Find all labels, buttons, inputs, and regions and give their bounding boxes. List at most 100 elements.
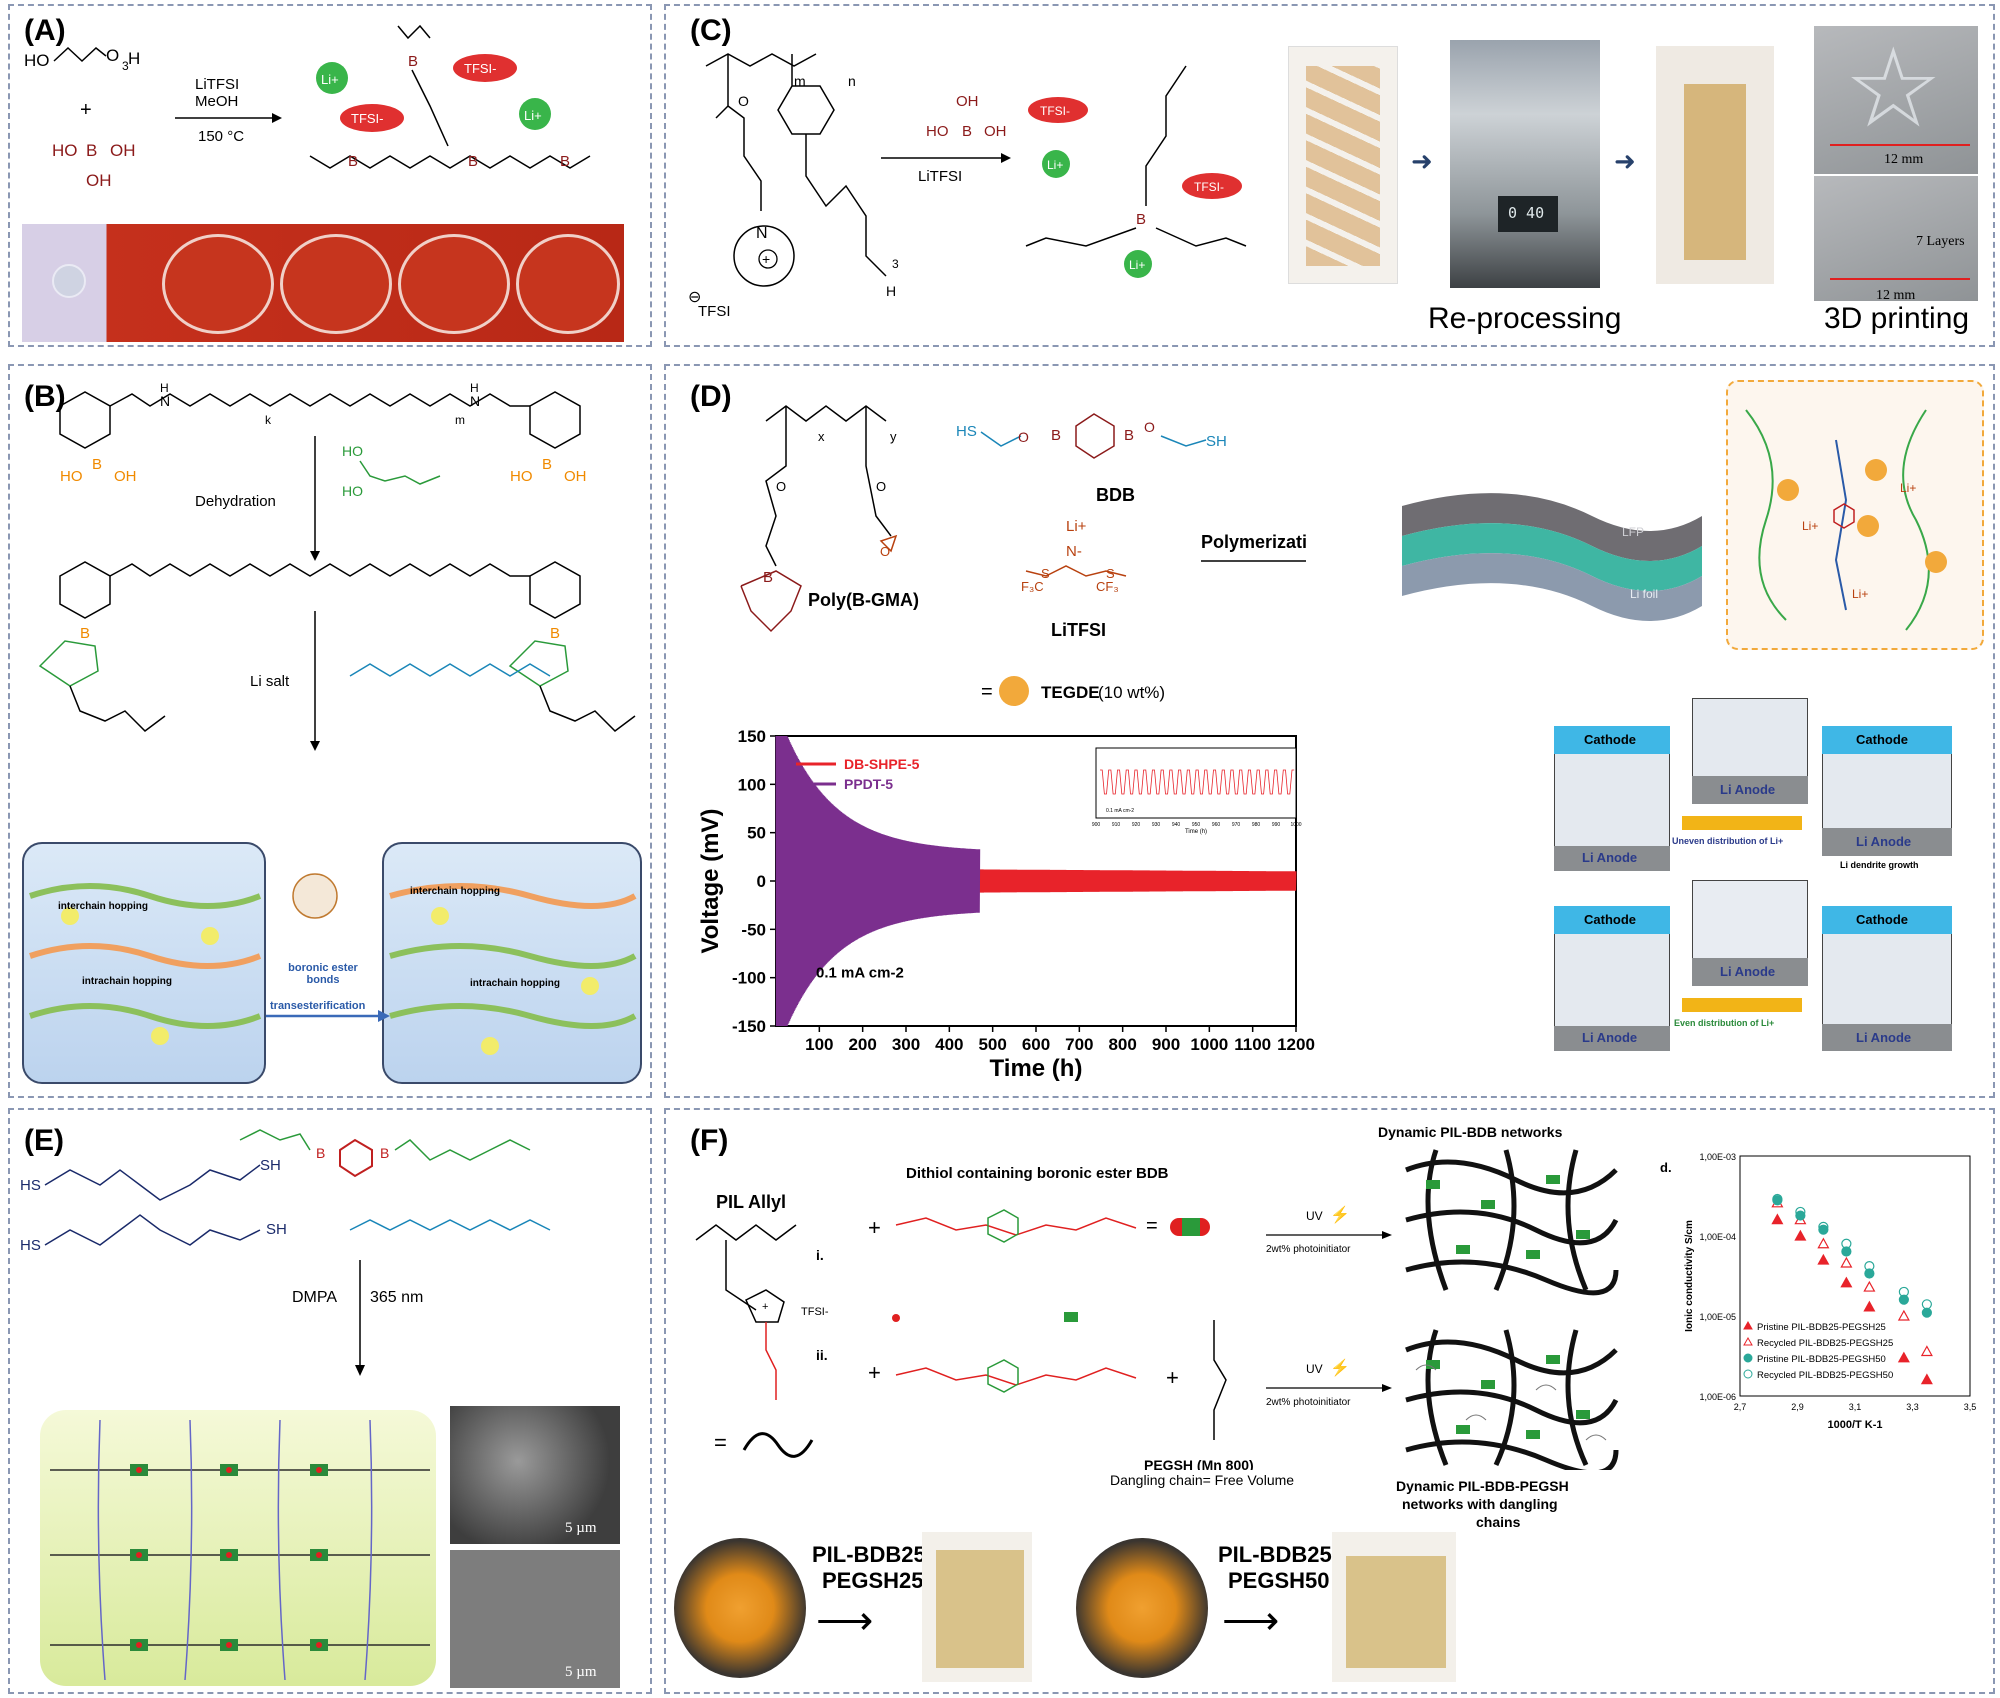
anode-block [1554,1026,1670,1051]
svg-text:F₃C: F₃C [1021,579,1044,594]
x-axis-label: 1000/T K-1 [1827,1419,1882,1431]
svg-text:Li+: Li+ [1900,481,1916,495]
legend-marker [1743,1320,1753,1330]
tegde-circle [999,676,1029,706]
svg-text:⚡: ⚡ [1330,1205,1350,1224]
panel-d-label: (D) [690,380,732,413]
x-tick-label: 600 [1022,1035,1050,1054]
boronic-ester-label: boronic ester bonds [288,962,358,986]
data-point [1897,1309,1910,1321]
tfsi-ion [1182,173,1242,199]
sem-image-2 [450,1550,620,1688]
inset-x-tick-label: 980 [1252,822,1261,828]
anode-label: Li Anode [1582,1030,1638,1045]
polymerization-label: Polymerization [1201,532,1306,552]
data-point [1921,1307,1932,1318]
hotpress-display-text: 0 40 [1508,204,1545,222]
legend-marker [1743,1369,1753,1379]
data-point [1771,1213,1784,1225]
petri-dish-1 [52,264,86,298]
x-tick-label: 3,3 [1906,1402,1919,1412]
svg-text:HO: HO [60,468,83,485]
pegsh-label: PEGSH (Mn 800) [1144,1457,1254,1470]
hotpress-display [1498,196,1558,232]
panel-a: (A) HO O 3 H + HO B OH OH LiTFSI MeOH 15… [8,4,652,347]
panel-e: (E) HS SH HS SH B B DMPA 365 nm 5 µm [8,1108,652,1694]
sample2-line1: PIL-BDB25- [1218,1542,1340,1567]
scale-bar-1: 5 µm [565,1520,597,1536]
svg-text:H: H [160,381,169,395]
svg-text:Li+: Li+ [1129,258,1145,272]
dimension-label-1: 12 mm [1884,152,1924,167]
equals-wave: = [714,1430,727,1455]
data-point [1921,1299,1932,1310]
dendrite-schematic: Cathode Li Anode Li Anode Uneven distrib… [1552,696,1992,1091]
li-ion [519,98,551,130]
svg-text:n: n [848,73,856,89]
anode-block [1554,846,1670,871]
svg-text:HO: HO [342,483,363,499]
svg-text:OH: OH [114,468,137,485]
sample2-line2: PEGSH50 [1228,1568,1330,1593]
y-tick-label: 50 [747,824,766,843]
svg-text:y: y [890,429,897,444]
panel-c-label: (C) [690,14,732,47]
svg-text:CF₃: CF₃ [1096,579,1119,594]
layers-label: 7 Layers [1916,234,1965,249]
tfsi-f-label: TFSI- [801,1306,829,1318]
uneven-label: Uneven distribution of Li+ [1672,836,1784,846]
panel-f-scheme: PIL Allyl + TFSI- = i. ii. + + Dithiol c… [695,1165,1392,1470]
x-tick-label: 1200 [1277,1035,1315,1054]
anode-block [1692,776,1808,804]
photo-3dprint-star [1814,26,1978,174]
svg-text:B: B [1136,211,1146,228]
inset-x-tick-label: 990 [1272,822,1281,828]
x-tick-label: 200 [848,1035,876,1054]
svg-text:O: O [738,93,749,109]
inset-x-label: Time (h) [1185,829,1207,835]
svg-text:TFSI-: TFSI- [1194,180,1224,194]
interchain-label-1: interchain hopping [58,901,148,912]
data-point [1818,1224,1829,1235]
dangling-label: Dangling chain= Free Volume [1110,1472,1295,1488]
data-point [1840,1276,1853,1288]
x-tick-label: 2,9 [1791,1402,1804,1412]
networks2-line2: networks with dangling [1402,1496,1558,1512]
photo-pieces-f1 [674,1538,806,1678]
svg-text:Li+: Li+ [524,108,542,123]
photoinitiator-label-1: 2wt% photoinitiator [1266,1244,1351,1255]
tegde-label: TEGDE [1041,683,1100,702]
data-point [1841,1246,1852,1257]
networks2-line1: Dynamic PIL-BDB-PEGSH [1396,1478,1569,1494]
step-ii-label: ii. [816,1347,828,1363]
tfsi-ion [1028,97,1088,123]
photo-film-strip [1684,84,1746,260]
photo-hotpress [1450,40,1600,288]
svg-text:B: B [80,625,90,642]
network-grid-lines [50,1419,430,1681]
y-tick-label: 1,00E-05 [1699,1312,1736,1322]
anode-block [1822,1024,1952,1051]
li-ion [1042,150,1070,178]
arrow-2: ➜ [1614,146,1636,176]
photo-film-f2-sheet [1346,1556,1446,1668]
x-tick-label: 300 [892,1035,920,1054]
zoom-inset [1726,380,1984,650]
data-point [1898,1294,1909,1305]
svg-text:SH: SH [1206,433,1227,450]
svg-text:B: B [542,456,552,473]
anode-label: Li Anode [1856,1030,1912,1045]
svg-text:HS: HS [20,1177,41,1194]
dehydration-label: Dehydration [195,493,276,510]
photo-film-f1-sheet [936,1550,1024,1668]
svg-text:Li+: Li+ [1066,518,1087,535]
data-point [1863,1300,1876,1312]
photo-pieces-fill [1306,66,1380,266]
svg-text:N: N [160,393,170,409]
svg-text:+: + [762,1301,768,1313]
dmpa-label: DMPA [292,1289,337,1306]
svg-text:SH: SH [260,1157,281,1174]
